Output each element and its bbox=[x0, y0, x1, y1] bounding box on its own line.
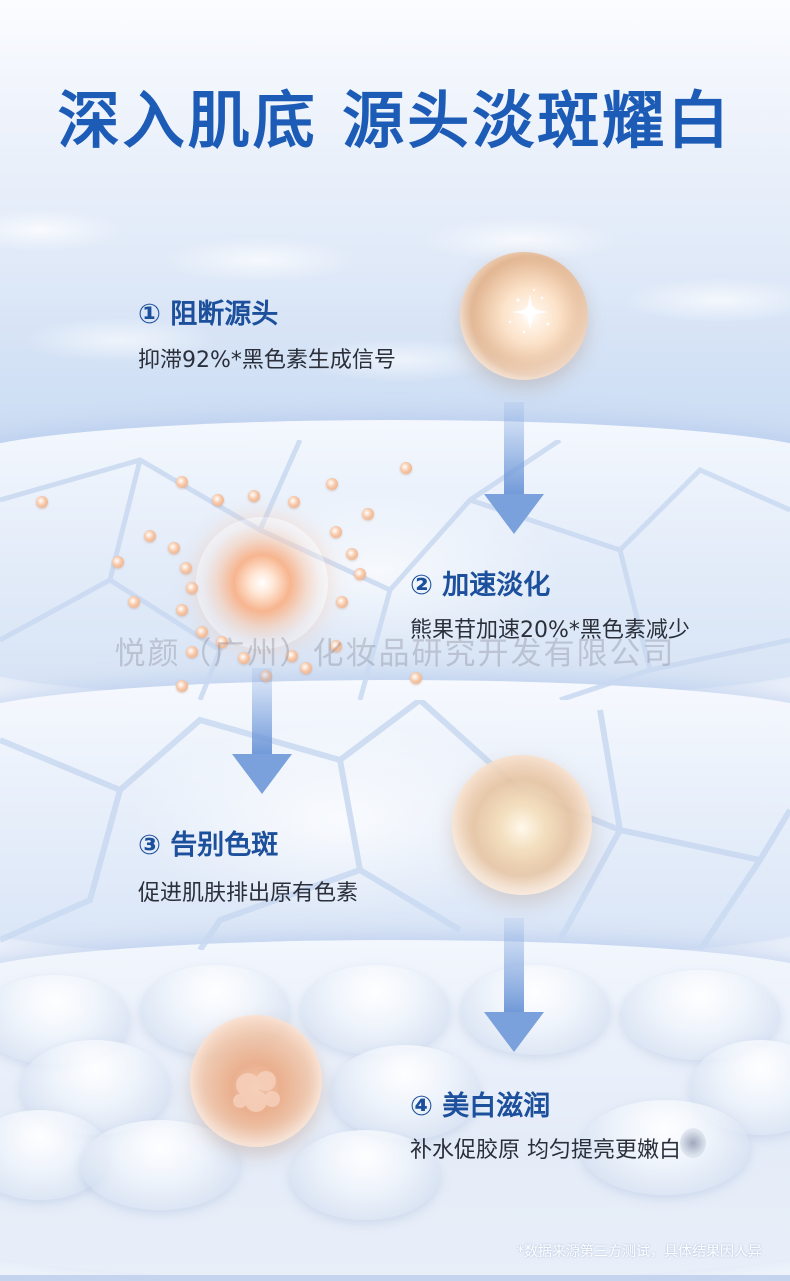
fading-particle-sphere-icon bbox=[196, 517, 328, 649]
skin-layer-top bbox=[0, 0, 790, 450]
moisture-collagen-sphere-icon bbox=[190, 1015, 322, 1147]
step-2-title: ② 加速淡化 bbox=[410, 570, 551, 601]
down-arrow-icon bbox=[232, 668, 292, 794]
step-3-desc: 促进肌肤排出原有色素 bbox=[138, 881, 359, 906]
step-3-title: ③ 告别色斑 bbox=[138, 830, 279, 861]
step-2-desc: 熊果苷加速20%*黑色素减少 bbox=[410, 618, 690, 643]
skin-layer-lower bbox=[0, 680, 790, 960]
spot-sphere-icon bbox=[452, 755, 592, 895]
melanin-source-sphere-icon bbox=[460, 252, 588, 380]
step-4-title: ④ 美白滋润 bbox=[410, 1091, 551, 1122]
step-4-desc: 补水促胶原 均匀提亮更嫩白 bbox=[410, 1138, 681, 1163]
down-arrow-icon bbox=[484, 402, 544, 534]
page-title: 深入肌底 源头淡斑耀白 bbox=[57, 84, 733, 157]
step-1-title: ① 阻断源头 bbox=[138, 299, 279, 330]
blurred-character bbox=[680, 1128, 706, 1158]
data-source-footnote: *数据来源第三方测试，具体结果因人异 bbox=[517, 1244, 762, 1260]
down-arrow-icon bbox=[484, 918, 544, 1052]
step-1-desc: 抑滞92%*黑色素生成信号 bbox=[138, 348, 396, 373]
bottom-edge bbox=[0, 1275, 790, 1281]
watermark: 悦颜（广州）化妆品研究开发有限公司 bbox=[114, 636, 676, 672]
